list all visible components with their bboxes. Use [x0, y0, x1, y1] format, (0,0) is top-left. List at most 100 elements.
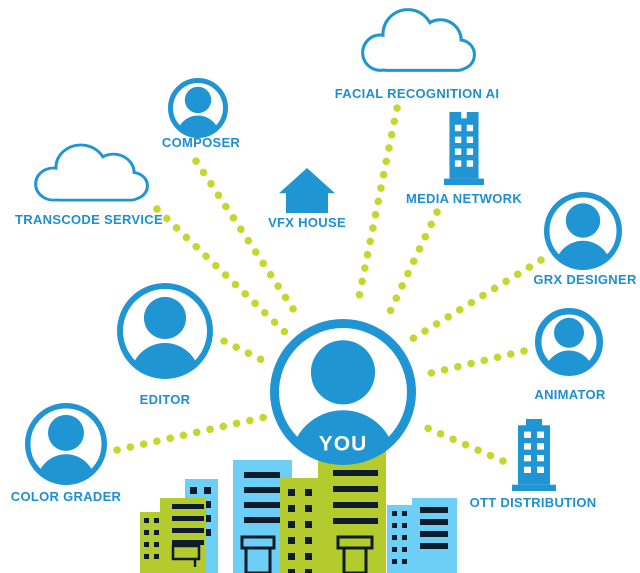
- person-avatar-icon: [168, 78, 228, 138]
- node-transcode-service: [28, 139, 152, 207]
- building-window: [154, 554, 159, 559]
- cloud-icon: [34, 143, 149, 202]
- house-icon: [279, 168, 335, 213]
- building-window: [305, 537, 312, 544]
- connection-line-ott-distribution: [414, 420, 507, 465]
- node-facial-recognition-ai: [355, 3, 479, 78]
- building-window-stripe: [172, 504, 204, 509]
- office-building-icon: [444, 112, 484, 185]
- building-window: [204, 515, 211, 522]
- building-window: [392, 535, 397, 540]
- building-window: [204, 529, 211, 536]
- connection-line-transcode-service: [153, 205, 294, 341]
- person-avatar-icon: [544, 192, 622, 270]
- building-window-stripe: [420, 519, 448, 525]
- node-composer: [168, 78, 228, 138]
- node-media-network: [444, 112, 484, 185]
- building-window-stripe: [333, 486, 378, 492]
- connection-line-animator: [423, 347, 528, 378]
- building-sign: [171, 544, 201, 561]
- building-window: [288, 521, 295, 528]
- connection-line-composer: [192, 157, 303, 322]
- label-vfx-house: VFX HOUSE: [268, 215, 346, 230]
- building-window: [392, 511, 397, 516]
- building-door: [244, 546, 272, 573]
- person-avatar-icon: [535, 308, 603, 376]
- node-ott-distribution: [512, 419, 556, 491]
- building-window-stripe: [244, 472, 280, 478]
- building-door: [342, 546, 368, 573]
- label-ott-distribution: OTT DISTRIBUTION: [469, 495, 597, 510]
- building-window-stripe: [420, 531, 448, 537]
- building-window: [305, 489, 312, 496]
- building-window-stripe: [244, 487, 280, 493]
- label-transcode-service: TRANSCODE SERVICE: [15, 212, 163, 227]
- connection-line-editor: [220, 337, 276, 369]
- node-vfx-house: [279, 168, 335, 213]
- person-avatar-icon: [25, 403, 107, 485]
- building-window: [305, 505, 312, 512]
- node-you-central-avatar: [270, 319, 416, 465]
- label-animator: ANIMATOR: [534, 387, 606, 402]
- skyline-building-b8: [412, 498, 457, 573]
- building-window: [392, 559, 397, 564]
- you-label: YOU: [318, 432, 368, 456]
- building-window: [144, 542, 149, 547]
- person-avatar-icon: [270, 319, 416, 465]
- building-window: [402, 535, 407, 540]
- building-window-stripe: [333, 502, 378, 508]
- building-window: [144, 554, 149, 559]
- building-window: [402, 523, 407, 528]
- building-window: [305, 553, 312, 560]
- building-window: [402, 559, 407, 564]
- building-window: [154, 542, 159, 547]
- building-window: [190, 487, 197, 494]
- connection-line-color-grader: [113, 412, 274, 454]
- building-window-stripe: [172, 528, 204, 533]
- node-color-grader: [25, 403, 107, 485]
- label-composer: COMPOSER: [161, 135, 241, 150]
- node-animator: [535, 308, 603, 376]
- building-window: [305, 569, 312, 573]
- skyline-building-b5: [280, 478, 318, 573]
- cloud-icon: [361, 8, 476, 72]
- node-editor: [117, 283, 213, 379]
- building-window: [144, 518, 149, 523]
- label-color-grader: COLOR GRADER: [10, 489, 122, 504]
- label-media-network: MEDIA NETWORK: [405, 191, 523, 206]
- building-window-stripe: [333, 470, 378, 476]
- building-window: [288, 537, 295, 544]
- building-window: [305, 521, 312, 528]
- building-window-stripe: [333, 518, 378, 524]
- person-avatar-icon: [117, 283, 213, 379]
- building-window: [154, 518, 159, 523]
- building-window: [204, 487, 211, 494]
- building-window-stripe: [420, 507, 448, 513]
- building-window-stripe: [244, 517, 280, 523]
- skyline-building-b6: [318, 451, 386, 573]
- building-window: [402, 511, 407, 516]
- label-grx-designer: GRX DESIGNER: [533, 272, 637, 287]
- building-window: [392, 547, 397, 552]
- node-grx-designer: [544, 192, 622, 270]
- building-window-stripe: [172, 540, 204, 545]
- skyline-building-b3: [160, 498, 206, 573]
- label-facial-recognition-ai: FACIAL RECOGNITION AI: [334, 86, 500, 101]
- skyline-building-b7: [387, 505, 412, 573]
- building-window: [204, 501, 211, 508]
- building-window: [288, 569, 295, 573]
- building-window: [402, 547, 407, 552]
- building-window: [288, 489, 295, 496]
- building-window: [288, 505, 295, 512]
- building-window: [288, 553, 295, 560]
- building-window-stripe: [172, 516, 204, 521]
- building-window: [154, 530, 159, 535]
- connection-line-grx-designer: [408, 256, 545, 343]
- building-window: [392, 523, 397, 528]
- label-editor: EDITOR: [139, 392, 191, 407]
- building-window-stripe: [244, 502, 280, 508]
- office-building-icon: [512, 419, 556, 491]
